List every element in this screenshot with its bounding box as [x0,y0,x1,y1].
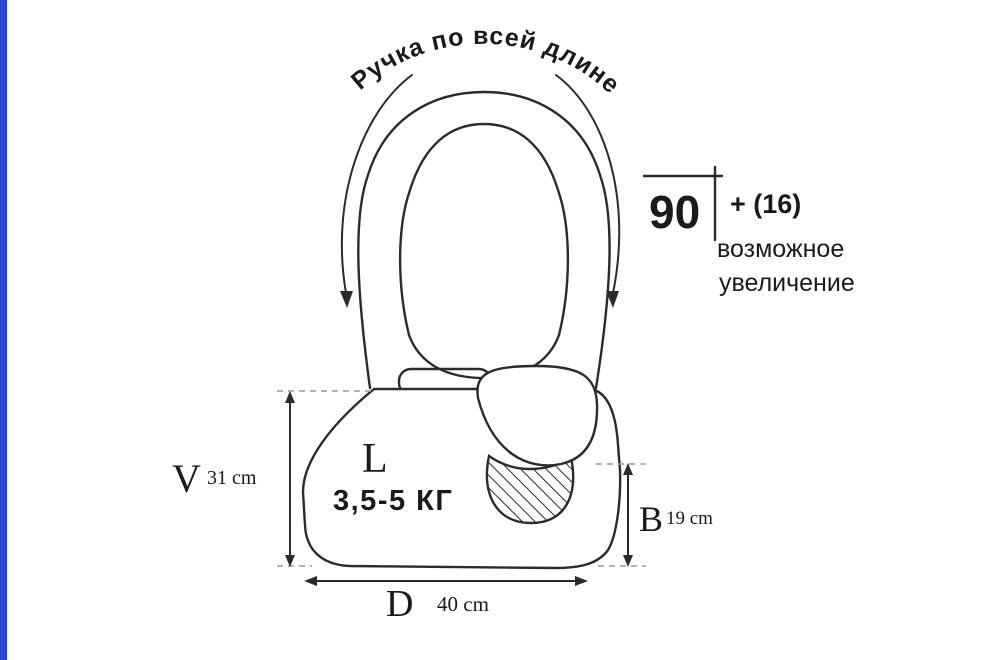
handle-outer-outline [357,90,611,390]
handle-inner-outline [398,122,570,337]
capacity-note-line2: увеличение [719,269,855,297]
capacity-main-value: 90 [649,186,700,238]
dimension-d-head-right-icon [575,576,588,586]
dimension-b-head-top-icon [623,463,633,475]
side-pocket [476,364,599,467]
hatched-pocket [485,453,575,525]
dimension-b-value: 19 cm [666,508,713,529]
bag-size-letter: L [362,436,388,482]
handle-length-caption: Ручка по всей длине [346,22,626,100]
capacity-note-line1: возможное [717,235,844,263]
dimension-v-head-top-icon [285,391,295,403]
dimension-b-head-bottom-icon [623,555,633,567]
handle-arrow-left-head-icon [340,291,353,308]
dimension-b-letter: B [639,499,663,539]
left-accent-bar [0,0,7,660]
capacity-extra-value: + (16) [730,189,801,219]
dimension-v-value: 31 cm [207,467,257,489]
dimension-d-head-left-icon [304,576,317,586]
handle-arrow-right [555,74,621,294]
dimension-v-letter: V [172,456,201,501]
dimension-d-value: 40 cm [437,592,489,616]
handle-arrow-right-head-icon [606,291,619,308]
dimension-v-head-bottom-icon [285,555,295,567]
dimension-d-letter: D [386,583,413,625]
handle-arrow-left [340,74,413,294]
bag-weight-range: 3,5-5 КГ [333,485,453,517]
